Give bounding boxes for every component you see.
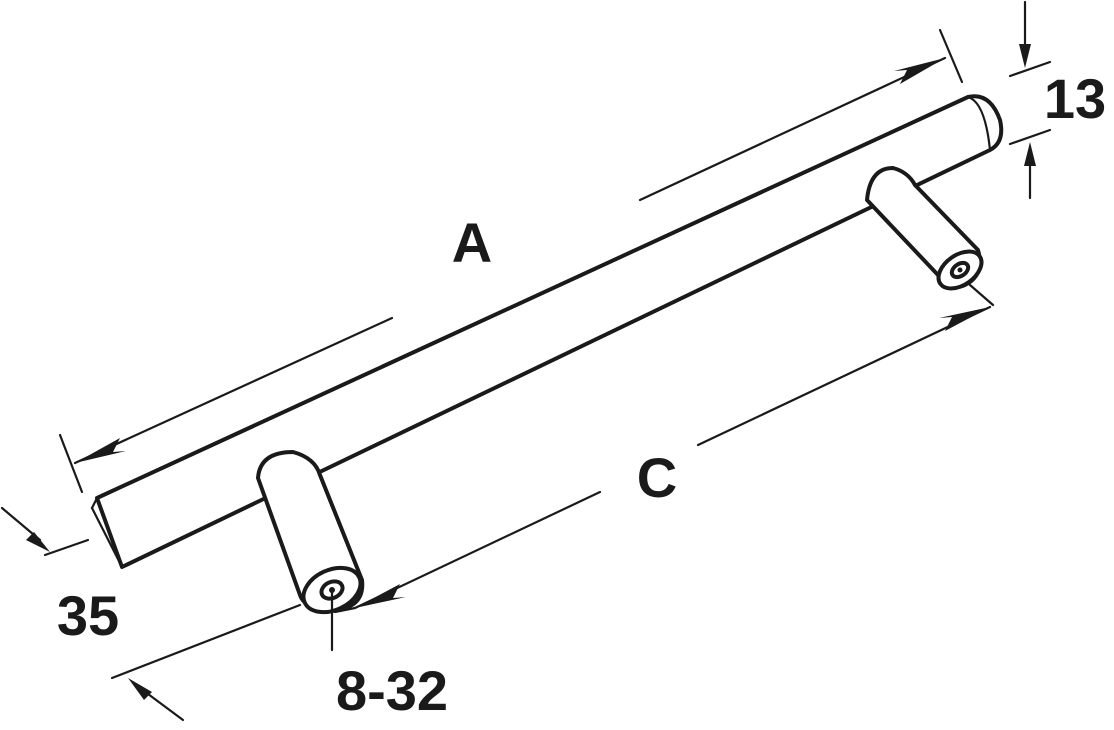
- left-post: [256, 450, 365, 615]
- dimension-13-label: 13: [1044, 67, 1106, 130]
- dimension-13-arrow-top: [1019, 44, 1031, 68]
- dimension-c-arrow-right: [939, 307, 990, 331]
- handle-bar: [90, 94, 1004, 569]
- right-post: [865, 166, 984, 291]
- dimension-a: A: [58, 28, 964, 494]
- dimension-13: 13: [1008, 0, 1106, 200]
- dimension-c: C: [333, 283, 995, 614]
- dimension-a-arrow-left: [75, 438, 126, 463]
- thread-callout: 8-32: [330, 588, 448, 722]
- dimension-35: 35: [0, 506, 302, 722]
- dimension-a-label: A: [452, 211, 492, 274]
- thread-label: 8-32: [336, 659, 448, 722]
- dimension-35-label: 35: [57, 584, 119, 647]
- dimension-35-arrow-top: [26, 532, 50, 552]
- dimension-c-label: C: [637, 446, 677, 509]
- dimension-c-arrow-left: [355, 584, 406, 608]
- dimension-13-arrow-bottom: [1024, 142, 1036, 166]
- dimension-a-arrow-right: [894, 58, 945, 84]
- dimension-35-arrow-bottom: [128, 678, 152, 700]
